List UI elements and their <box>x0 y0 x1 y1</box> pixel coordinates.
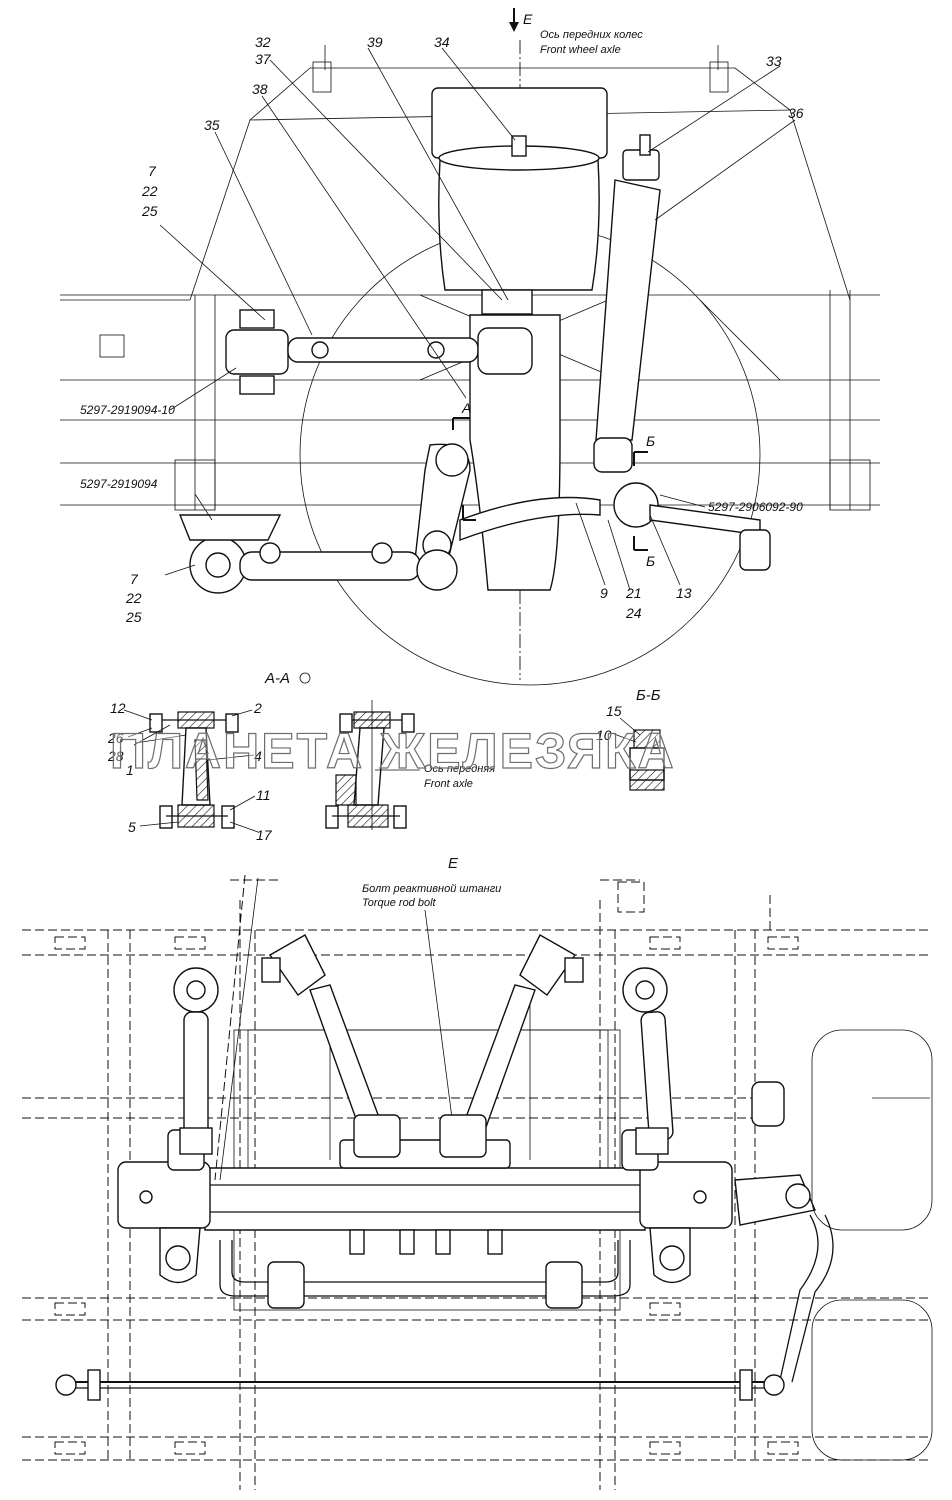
callout-7-bottom: 7 <box>130 571 139 587</box>
upper-torque-rod <box>225 309 533 395</box>
watermark: ПЛАНЕТА ЖЕЛЕЗЯКА <box>110 723 676 779</box>
callout-22-bottom: 22 <box>125 590 142 606</box>
callout-13: 13 <box>676 585 692 601</box>
left-dashed-arc <box>219 877 259 1181</box>
axle-note-en: Front wheel axle <box>540 44 621 56</box>
rotation-symbol <box>299 672 311 684</box>
callout-7-top: 7 <box>148 163 157 179</box>
axle-beam <box>204 1139 646 1255</box>
v-torque-rods <box>261 934 584 1158</box>
callout-12: 12 <box>110 700 126 716</box>
callout-2: 2 <box>253 700 262 716</box>
bb-bushing-bottom <box>629 769 665 791</box>
right-vertical-rod <box>622 967 674 1155</box>
callout-22-top: 22 <box>141 183 158 199</box>
callout-32: 32 <box>255 34 271 50</box>
section-b-mark: Б <box>646 433 655 449</box>
callout-38: 38 <box>252 81 268 97</box>
part-number-5297-2919094: 5297-2919094 <box>80 477 158 491</box>
callout-25-bottom: 25 <box>125 609 142 625</box>
callout-34: 34 <box>434 34 450 50</box>
right-wheel-outline <box>811 1029 933 1461</box>
bolt-note-ru: Болт реактивной штанги <box>362 883 501 895</box>
callout-17: 17 <box>256 827 273 843</box>
callout-25-top: 25 <box>141 203 158 219</box>
callout-24: 24 <box>625 605 642 621</box>
callout-26: 26 <box>107 730 124 746</box>
front-axle-note-ru: Ось передняя <box>424 763 495 775</box>
bottom-plan-view: E Болт реактивной штанги Torque rod bolt <box>22 855 933 1490</box>
section-aa-view: А-А 12 26 <box>107 670 495 843</box>
part-number-5297-2919094-10: 5297-2919094-10 <box>80 403 175 417</box>
lower-torque-rod <box>178 514 458 594</box>
left-hub <box>117 1129 211 1284</box>
front-axle-note-en: Front axle <box>424 778 473 790</box>
view-arrow-head <box>509 22 519 32</box>
view-arrow-label: E <box>523 11 533 27</box>
stabilizer-bar <box>219 1240 631 1309</box>
callout-35: 35 <box>204 117 220 133</box>
section-marks: A Б Б <box>452 400 655 569</box>
section-bb-view: Б-Б 15 10 <box>596 687 665 791</box>
part-number-5297-2906092-90: 5297-2906092-90 <box>708 500 803 514</box>
left-vertical-rod <box>173 967 219 1155</box>
callout-37: 37 <box>255 51 272 67</box>
aa-bolt-left <box>149 713 163 733</box>
section-b-mark-lower: Б <box>646 553 655 569</box>
callout-36: 36 <box>788 105 804 121</box>
bolt-note-en: Torque rod bolt <box>362 897 437 909</box>
tie-rod <box>55 1369 785 1401</box>
callout-39: 39 <box>367 34 383 50</box>
axle-note-ru: Ось передних колес <box>540 29 643 41</box>
aa-bolt-right <box>225 713 239 733</box>
callout-33: 33 <box>766 53 782 69</box>
callout-28: 28 <box>107 748 124 764</box>
view-e-title: E <box>448 855 459 872</box>
callout-1: 1 <box>126 762 134 778</box>
section-bb-title: Б-Б <box>636 687 661 704</box>
main-side-view: E Ось передних колес Front wheel axle <box>60 8 880 686</box>
callout-10: 10 <box>596 727 612 743</box>
steering-arm <box>734 1081 834 1383</box>
leader-lines <box>159 47 796 591</box>
callout-21: 21 <box>625 585 642 601</box>
callout-11: 11 <box>256 787 271 803</box>
callout-9: 9 <box>600 585 608 601</box>
section-a-mark: A <box>461 400 471 416</box>
callout-4: 4 <box>254 748 262 764</box>
shock-absorber <box>593 134 661 473</box>
callout-15: 15 <box>606 703 622 719</box>
callout-5: 5 <box>128 819 136 835</box>
section-aa-title: А-А <box>264 670 290 687</box>
